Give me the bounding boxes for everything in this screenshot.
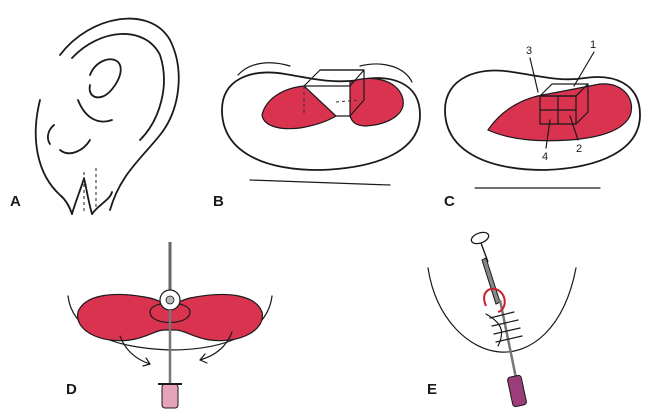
panel-label-d: D	[66, 381, 77, 398]
panel-label-a: A	[10, 193, 21, 210]
callout-2: 2	[576, 143, 582, 155]
panel-label-c: C	[444, 193, 455, 210]
callout-4: 4	[542, 151, 548, 163]
panel-label-e: E	[427, 381, 437, 398]
panel-e-suture-drawing	[428, 230, 576, 407]
callout-3: 3	[526, 45, 532, 57]
panel-c-numbered-flap-drawing	[445, 52, 640, 188]
panel-label-b: B	[213, 193, 224, 210]
callout-1: 1	[590, 39, 596, 51]
panel-d-needle-drawing	[68, 242, 272, 408]
panel-b-flap-drawing	[222, 63, 420, 185]
panel-a-ear-drawing	[36, 19, 179, 214]
